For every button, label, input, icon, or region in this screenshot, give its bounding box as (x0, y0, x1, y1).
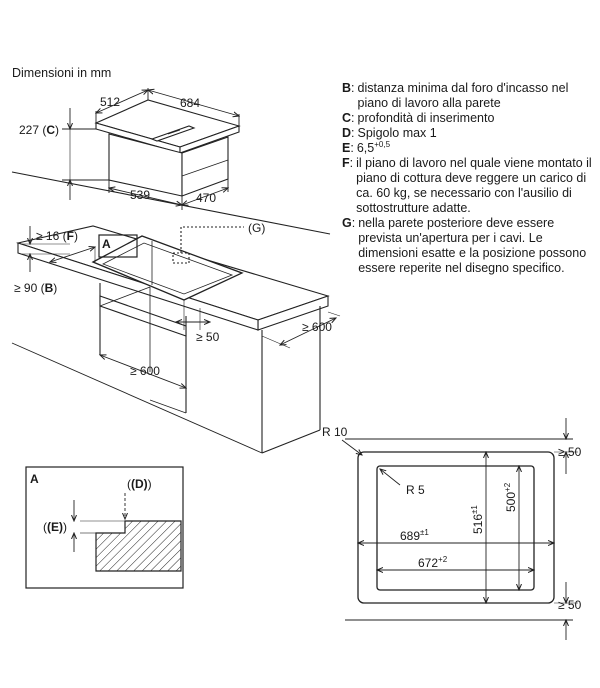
outer-radius-label: R 10 (322, 425, 348, 439)
outer-height-label: 516±1 (470, 505, 485, 534)
hob-dimension-labels: 512 684 227 (C) 539 470 (19, 95, 216, 205)
cutout-inner (376, 465, 535, 591)
bottom-margin-label: ≥ 50 (558, 598, 582, 612)
front-distance-label: ≥ 50 (196, 330, 220, 344)
step-height-label: ((E)) (43, 520, 67, 534)
cable-opening-label: (G) (248, 221, 265, 235)
legend-text: distanza minima dal foro d'incasso nel p… (357, 81, 569, 110)
top-margin-label: ≥ 50 (558, 445, 582, 459)
cutout-outer (357, 451, 555, 604)
legend-value: 6,5 (356, 141, 375, 155)
legend-key: C (342, 111, 352, 125)
cabinet-width-label: ≥ 600 (130, 364, 160, 378)
detail-a-frame (25, 466, 184, 589)
hob-depth-label: 684 (180, 96, 200, 110)
legend-key: B (342, 81, 352, 95)
detail-a-marker-label: A (102, 237, 111, 251)
hob-extractor-slot (150, 125, 196, 142)
worktop-depth-label: ≥ 600 (302, 320, 332, 334)
legend-text: il piano di lavoro nel quale viene monta… (356, 156, 592, 215)
cutout-plan (341, 418, 578, 640)
cabinet-dimensions (22, 226, 341, 388)
legend-text: 6,5+0,5 (356, 139, 598, 156)
legend-key: D (342, 126, 352, 140)
cutout-labels: R 10 R 5 ≥ 50 ≥ 50 689±1 672+2 516±1 500… (322, 425, 582, 612)
legend-tolerance: +0,5 (374, 139, 391, 149)
hob-height-label: 227 (C) (19, 123, 59, 137)
hob-body-width-label: 470 (196, 191, 216, 205)
legend-item-f: F: il piano di lavoro nel quale viene mo… (342, 156, 598, 216)
cabinet-labels: (G) ≥ 16 (F) ≥ 90 (B) ≥ 50 ≥ 600 ≥ 600 A (14, 221, 332, 378)
hob-drawing (94, 99, 241, 197)
wall-top-line (11, 171, 331, 235)
inner-radius-label: R 5 (406, 483, 425, 497)
drawing-title: Dimensioni in mm (12, 66, 112, 80)
cabinet-shelf (99, 295, 187, 337)
detail-a-labels: A ((D)) ((E)) (30, 472, 152, 534)
legend-key: E (342, 141, 351, 155)
detail-a (25, 466, 184, 589)
worktop-cutout (91, 235, 244, 301)
legend-key: F (342, 156, 350, 170)
hob-side-edge (179, 125, 240, 154)
legend: B: distanza minima dal foro d'incasso ne… (342, 81, 598, 276)
legend-item-d: D: Spigolo max 1 (342, 126, 598, 141)
hob-dimensions (62, 88, 239, 210)
inner-height-label: 500+2 (503, 482, 518, 512)
detail-a-marker (98, 234, 138, 258)
legend-text: nella parete posteriore deve essere prev… (358, 216, 587, 275)
inner-width-label: 672+2 (418, 555, 448, 570)
hob-body-depth-label: 539 (130, 188, 150, 202)
cabinet-drawing (11, 171, 331, 454)
outer-width-label: 689±1 (400, 528, 429, 543)
detail-a-label: A (30, 472, 39, 486)
detail-a-section (95, 520, 182, 572)
legend-text: profondità di inserimento (357, 111, 495, 125)
legend-item-c: C: profondità di inserimento (342, 111, 598, 126)
legend-item-g: G: nella parete posteriore deve essere p… (342, 216, 598, 276)
edge-radius-label: ((D)) (127, 477, 152, 491)
hob-width-label: 512 (100, 95, 120, 109)
worktop-thickness-label: ≥ 16 (F) (36, 229, 78, 243)
floor-line (11, 342, 263, 454)
legend-key: G (342, 216, 352, 230)
legend-item-b: B: distanza minima dal foro d'incasso ne… (342, 81, 598, 111)
legend-item-e: E: 6,5+0,5 (342, 139, 598, 156)
legend-text: Spigolo max 1 (357, 126, 437, 140)
wall-distance-label: ≥ 90 (B) (14, 281, 57, 295)
